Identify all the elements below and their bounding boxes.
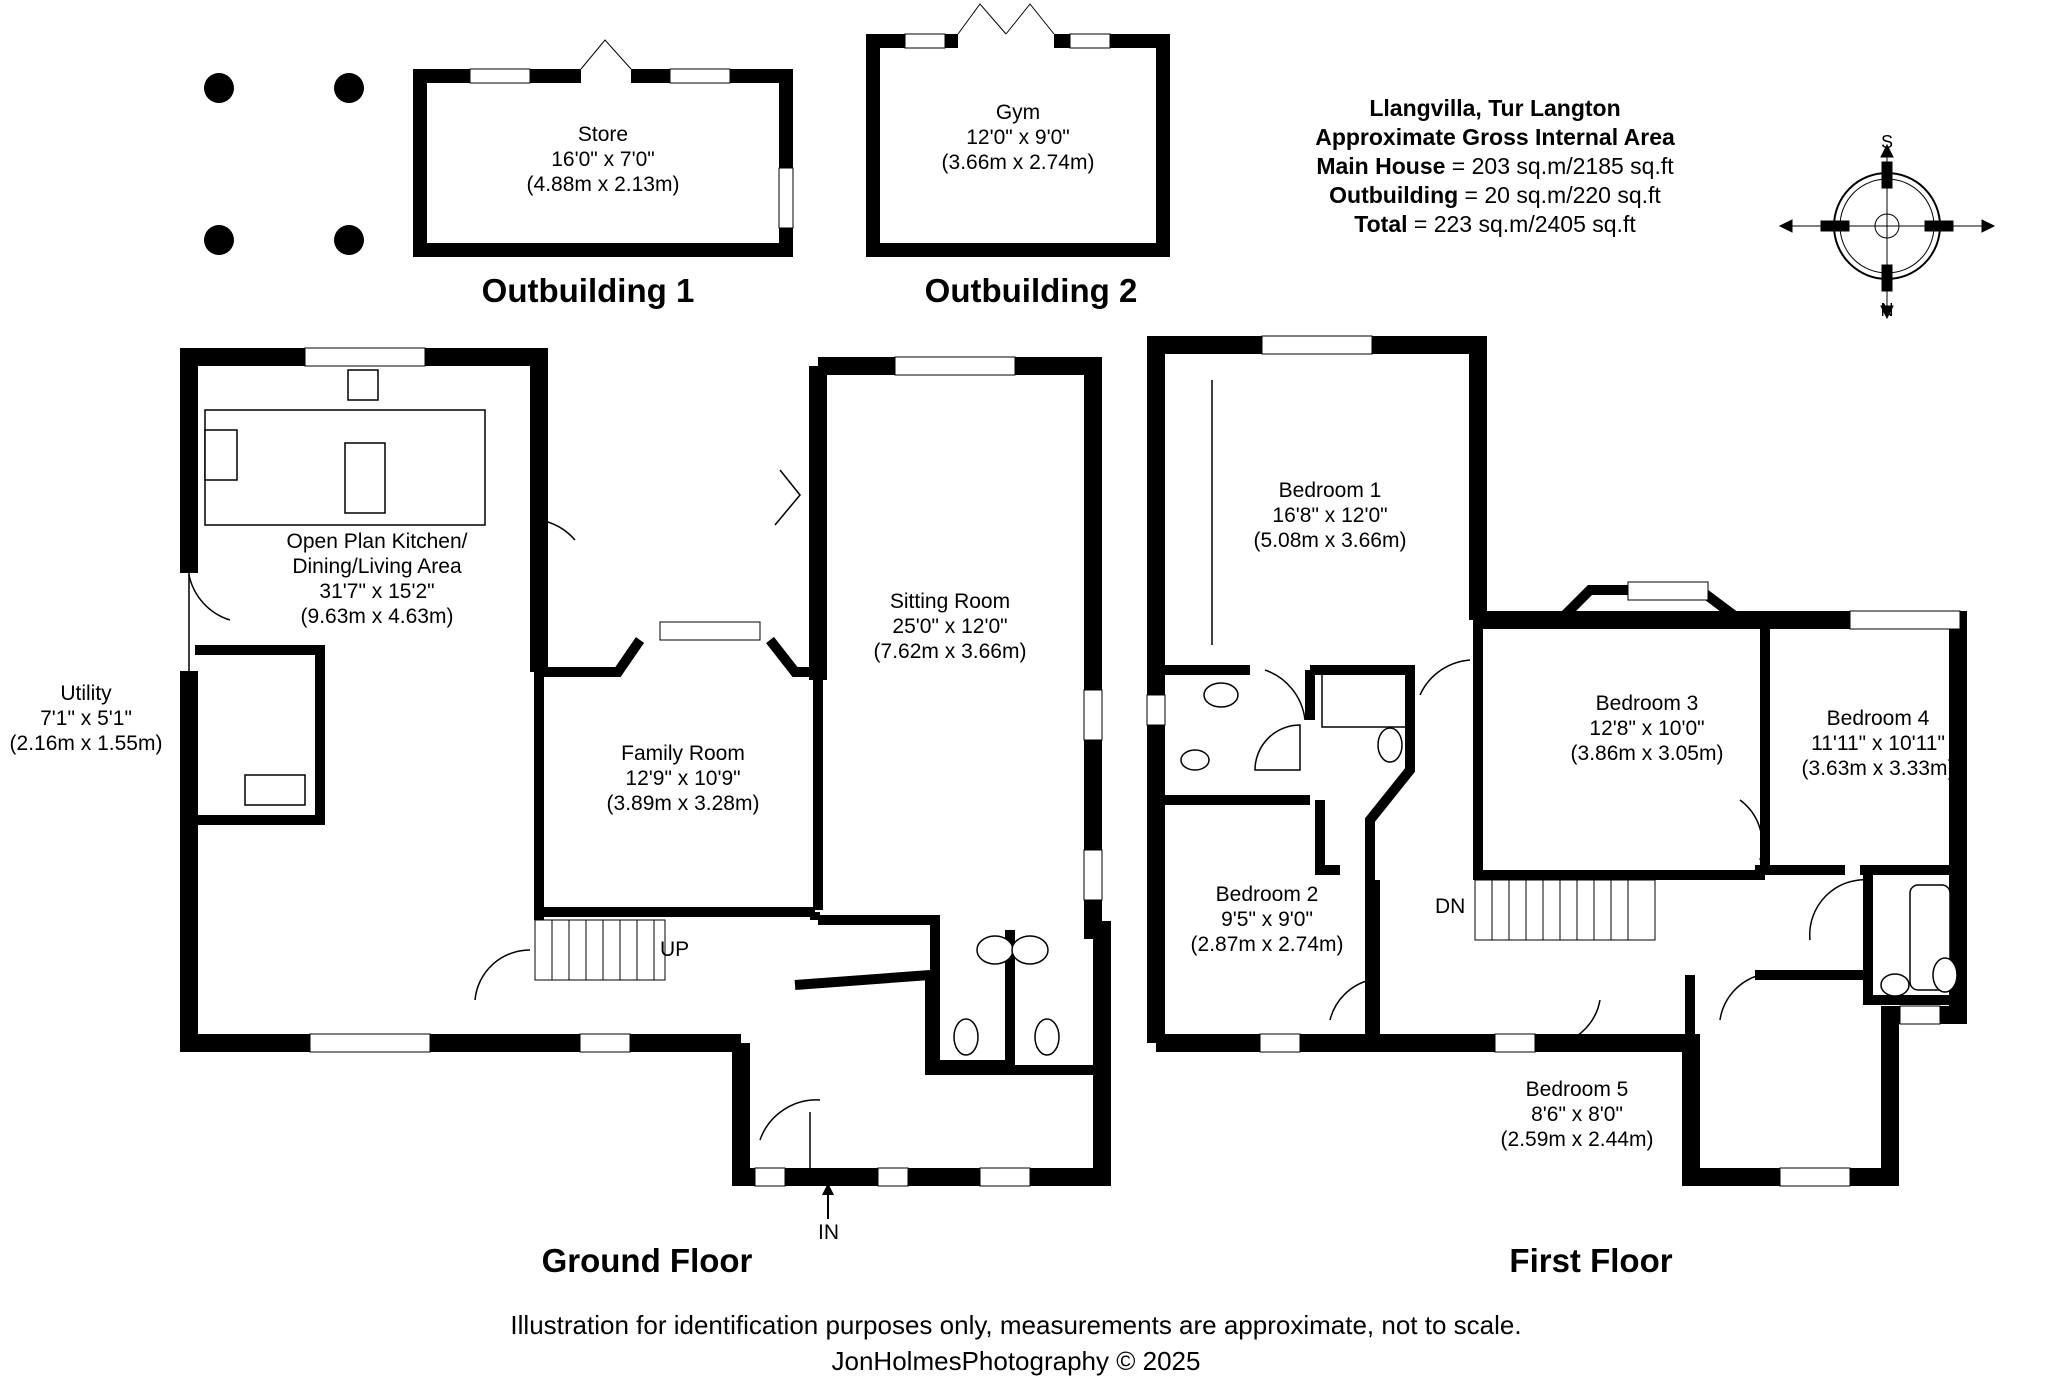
first-floor-doors (1264, 659, 1871, 1041)
room-label-sitting-room: Sitting Room 25'0" x 12'0" (7.62m x 3.66… (873, 590, 1027, 663)
room-label-bedroom-1: Bedroom 1 16'8" x 12'0" (5.08m x 3.66m) (1253, 479, 1407, 552)
room-label-family-room: Family Room 12'9" x 10'9" (3.89m x 3.28m… (606, 742, 760, 815)
garden-pillars (204, 73, 364, 255)
room-label-bedroom-2: Bedroom 2 9'5" x 9'0" (2.87m x 2.74m) (1190, 883, 1344, 956)
room-label-bedroom-3: Bedroom 3 12'8" x 10'0" (3.86m x 3.05m) (1570, 692, 1724, 765)
room-label-gym: Gym 12'0" x 9'0" (3.66m x 2.74m) (941, 101, 1095, 174)
stairs-up-label: UP (660, 938, 690, 961)
ground-floor-heading: Ground Floor (541, 1242, 753, 1279)
first-floor-inner-walls (1160, 585, 1950, 1050)
kitchen-fittings (204, 369, 486, 806)
outbuilding-1-heading: Outbuilding 1 (481, 272, 695, 309)
ground-floor-windows (304, 347, 1103, 1187)
ground-floor-inner-walls (195, 636, 1100, 1075)
outbuilding-2-walls (866, 3, 1170, 257)
stairs-down-label: DN (1435, 895, 1466, 918)
outbuilding-1-walls (413, 39, 794, 257)
first-floor-windows (1146, 335, 1961, 1187)
disclaimer: Illustration for identification purposes… (510, 1310, 1522, 1340)
area-total: Total = 223 sq.m/2405 sq.ft (1354, 211, 1636, 237)
property-info: Llangvilla, Tur Langton Approximate Gros… (1315, 94, 1675, 239)
first-floor-heading: First Floor (1509, 1242, 1673, 1279)
room-label-store: Store 16'0" x 7'0" (4.88m x 2.13m) (526, 123, 680, 196)
outbuilding-2-heading: Outbuilding 2 (924, 272, 1138, 309)
compass-rose (1778, 143, 1996, 320)
entrance-arrowhead-icon (822, 1183, 834, 1195)
property-name: Llangvilla, Tur Langton (1369, 95, 1621, 121)
compass-north-label: N (1880, 300, 1894, 320)
room-label-bedroom-4: Bedroom 4 11'11" x 10'11" (3.63m x 3.33m… (1801, 707, 1955, 780)
entrance-arrow-icon (827, 1185, 829, 1219)
area-main-house: Main House = 203 sq.m/2185 sq.ft (1316, 153, 1674, 179)
ground-floor-toilets (953, 935, 1060, 1056)
area-outbuilding: Outbuilding = 20 sq.m/220 sq.ft (1329, 182, 1661, 208)
ground-floor-doors (188, 469, 821, 1177)
room-label-kitchen: Open Plan Kitchen/ Dining/Living Area 31… (286, 530, 468, 628)
entrance-label: IN (818, 1221, 839, 1244)
ground-floor-stairs (534, 919, 666, 981)
copyright-credit: JonHolmesPhotography © 2025 (831, 1346, 1201, 1376)
compass-south-label: S (1880, 132, 1894, 152)
room-label-utility: Utility 7'1" x 5'1" (2.16m x 1.55m) (9, 682, 163, 755)
first-floor-stairs (1474, 879, 1656, 941)
room-label-bedroom-5: Bedroom 5 8'6" x 8'0" (2.59m x 2.44m) (1500, 1078, 1654, 1151)
area-heading: Approximate Gross Internal Area (1315, 124, 1675, 150)
first-floor-bathroom-fittings (1180, 380, 1958, 997)
footer: Illustration for identification purposes… (510, 1307, 1521, 1379)
